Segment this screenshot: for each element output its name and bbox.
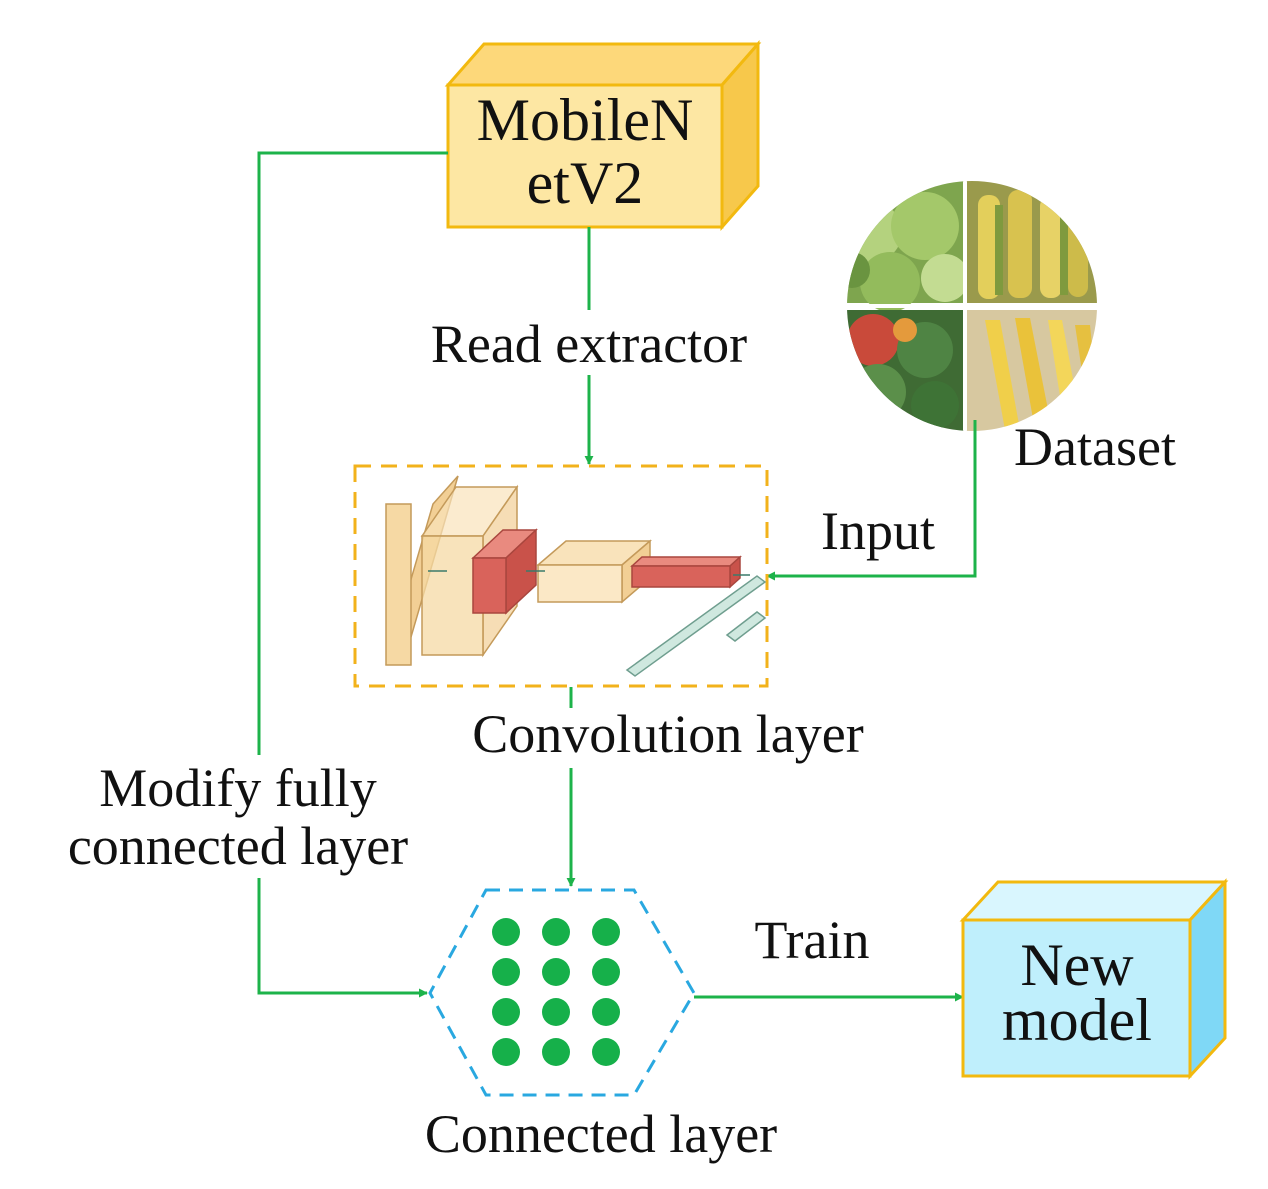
dataset-image — [847, 181, 1097, 431]
neuron-grid — [492, 918, 620, 1066]
new-model-box: New model — [959, 878, 1229, 1080]
neuron-node — [592, 918, 620, 946]
new-model-label-line1: New — [1020, 932, 1134, 998]
neuron-node — [492, 958, 520, 986]
neuron-node — [592, 998, 620, 1026]
arrow-input — [766, 420, 977, 581]
mobilenet-label-line2: etV2 — [527, 150, 644, 216]
arrow-modify-bottom — [257, 878, 428, 998]
neuron-node — [492, 1038, 520, 1066]
convolution-layer-block — [353, 464, 769, 688]
connected-layer-block — [428, 888, 696, 1097]
neuron-node — [542, 1038, 570, 1066]
label-modify-line1: Modify fully — [99, 758, 377, 818]
mobilenet-v2-box: MobileN etV2 — [444, 40, 762, 231]
neuron-node — [542, 958, 570, 986]
arrow-modify-top — [257, 151, 448, 755]
label-dataset: Dataset — [1014, 417, 1176, 477]
new-model-label-line2: model — [1002, 987, 1152, 1053]
neuron-node — [492, 918, 520, 946]
neuron-node — [542, 918, 570, 946]
neuron-node — [592, 1038, 620, 1066]
label-connected-layer: Connected layer — [425, 1104, 777, 1164]
label-read-extractor: Read extractor — [431, 314, 747, 374]
label-modify-line2: connected layer — [68, 816, 408, 876]
label-train: Train — [754, 910, 869, 970]
neuron-node — [492, 998, 520, 1026]
neuron-node — [592, 958, 620, 986]
neuron-node — [542, 998, 570, 1026]
label-input: Input — [821, 501, 935, 561]
mobilenet-label-line1: MobileN — [477, 87, 694, 153]
label-convolution-layer: Convolution layer — [472, 704, 863, 764]
